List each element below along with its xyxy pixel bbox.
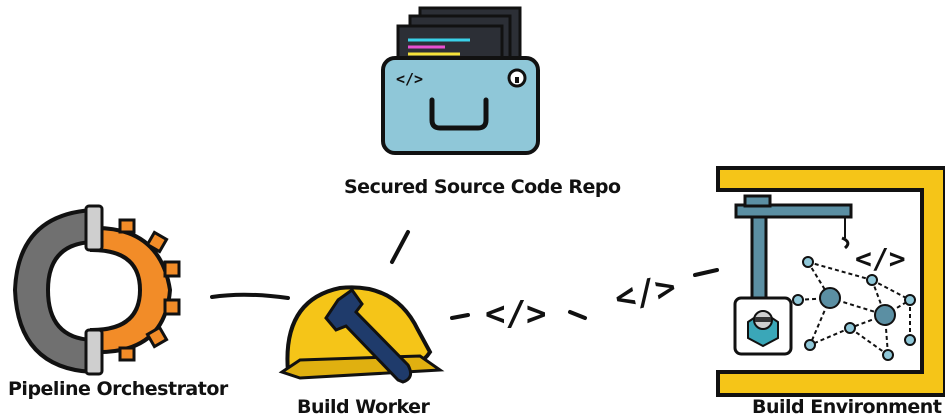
build-environment-icon[interactable]: [716, 166, 945, 397]
connector-repo-worker: [390, 230, 410, 264]
crane-icon: [734, 194, 853, 312]
orchestrator-label: Pipeline Orchestrator: [8, 378, 228, 400]
raccoon-badge-icon: [733, 296, 793, 356]
worker-label: Build Worker: [297, 396, 430, 418]
connector-worker-environment: [450, 268, 719, 320]
repo-code-glyph: </>: [396, 70, 423, 88]
environment-code-glyph: </>: [855, 242, 906, 275]
source-code-repo-icon[interactable]: [381, 6, 540, 155]
environment-label: Build Environment: [752, 396, 942, 418]
code-token-2: </>: [611, 267, 679, 319]
build-worker-icon[interactable]: [278, 285, 445, 384]
code-token-1: </>: [485, 294, 546, 334]
pipeline-orchestrator-icon[interactable]: [12, 204, 181, 376]
connector-orchestrator-worker: [210, 292, 290, 300]
repo-label: Secured Source Code Repo: [344, 176, 621, 198]
